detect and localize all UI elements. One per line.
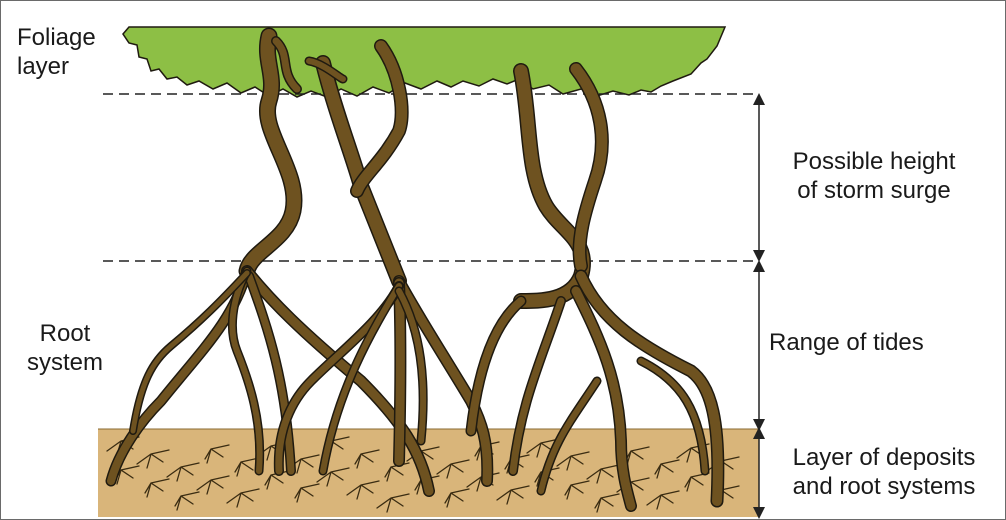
foliage-label: Foliage layer bbox=[17, 23, 96, 81]
deposits-label-line2: and root systems bbox=[773, 472, 995, 501]
deposits-label-line1: Layer of deposits bbox=[773, 443, 995, 472]
tree2-root-b bbox=[399, 283, 401, 461]
storm-label-line1: Possible height bbox=[769, 147, 979, 176]
tides-label: Range of tides bbox=[769, 328, 924, 357]
root-label-line1: Root bbox=[15, 319, 115, 348]
storm-label-line2: of storm surge bbox=[769, 176, 979, 205]
tree3-root-c-outline bbox=[471, 301, 521, 431]
deposits-label: Layer of deposits and root systems bbox=[773, 443, 995, 501]
storm-surge-label: Possible height of storm surge bbox=[769, 147, 979, 205]
foliage-canopy bbox=[123, 27, 725, 97]
root-system-label: Root system bbox=[15, 319, 115, 377]
foliage-label-line1: Foliage bbox=[17, 23, 96, 52]
foliage-label-line2: layer bbox=[17, 52, 96, 81]
root-label-line2: system bbox=[15, 348, 115, 377]
tree3-branch bbox=[576, 69, 602, 266]
